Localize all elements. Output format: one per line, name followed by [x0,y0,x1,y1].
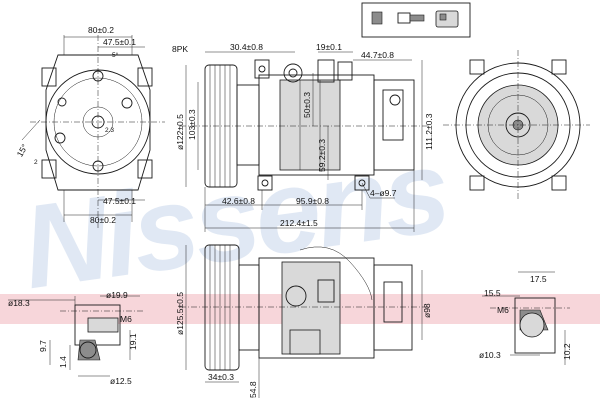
side-d-50: 50±0.3 [302,92,312,118]
bottom-d-548: 54.8 [248,381,258,398]
side-d-111: 111.2±0.3 [424,113,434,150]
side-total: 212.4±1.5 [280,218,318,228]
left-d-199: ø19.9 [106,290,128,300]
side-hole: 4–ø9.7 [370,188,397,198]
front-angle: 5° [112,51,119,59]
belt-label: 8PK [172,44,188,54]
left-d-97: 9.7 [38,340,48,352]
bottom-pulley-d: ø125.5±0.5 [175,292,185,335]
right-d-17: 17.5 [530,274,547,284]
front-half-bottom: 47.5±0.1 [103,196,136,206]
left-d-191: 19.1 [128,333,138,350]
right-d-103: ø10.3 [479,350,501,360]
side-d-447: 44.7±0.8 [361,50,394,60]
bottom-d-34: 34±0.3 [208,372,234,382]
side-d-103: 103±0.3 [187,109,197,140]
rear-view [443,50,590,200]
side-view [180,51,430,232]
front-side-small: 2 [34,159,38,166]
connector-inset [361,2,471,38]
bottom-d-98: ø98 [422,303,432,318]
side-d-59: 59.2±0.3 [317,139,327,172]
side-pulley-d: ø122±0.5 [175,114,185,150]
left-thread: M6 [120,314,132,324]
left-fitting [8,295,145,377]
front-half-top: 47.5±0.1 [103,37,136,47]
side-d-30: 30.4±0.8 [230,42,263,52]
right-d-102: 10.2 [562,343,572,360]
left-d-183: ø18.3 [8,298,30,308]
bottom-view [180,244,430,398]
watermark-logo: Nissens [15,124,454,314]
front-width-top: 80±0.2 [88,25,114,35]
front-width-bottom: 80±0.2 [90,215,116,225]
side-d-19: 19±0.1 [316,42,342,52]
front-view [21,35,165,230]
right-fitting [482,271,570,365]
side-d-959: 95.9±0.8 [296,196,329,206]
left-d-125: ø12.5 [110,376,132,386]
left-d-14: 1.4 [58,356,68,368]
front-side-angle: 15° [15,142,30,158]
front-hole-dim: 2.3 [105,127,114,134]
side-d-426: 42.6±0.8 [222,196,255,206]
right-thread: M6 [497,305,509,315]
right-d-155: 15.5 [484,288,501,298]
